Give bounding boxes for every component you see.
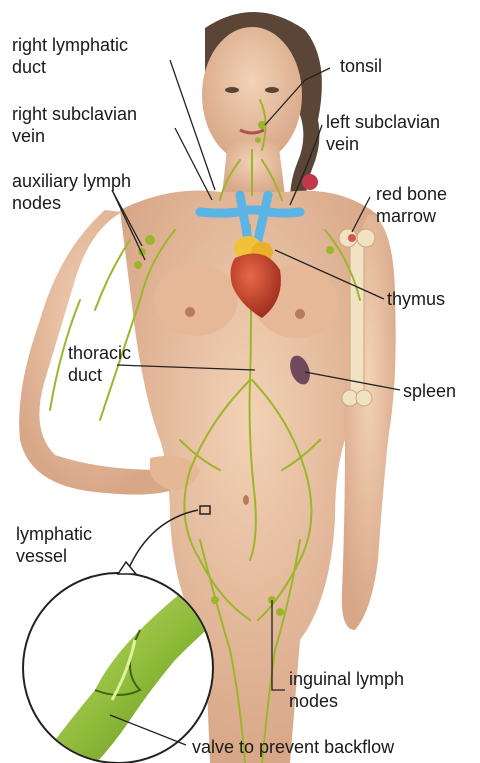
label-valve: valve to prevent backflow xyxy=(192,736,394,758)
label-left-subclavian-vein: left subclavian vein xyxy=(326,111,440,155)
label-lymphatic-vessel: lymphatic vessel xyxy=(16,523,92,567)
label-auxiliary-lymph-nodes: auxiliary lymph nodes xyxy=(12,170,131,214)
label-right-lymphatic-duct: right lymphatic duct xyxy=(12,34,128,78)
label-thoracic-duct: thoracic duct xyxy=(68,342,131,386)
label-spleen: spleen xyxy=(403,380,456,402)
label-tonsil: tonsil xyxy=(340,55,382,77)
label-inguinal-lymph-nodes: inguinal lymph nodes xyxy=(289,668,404,712)
label-right-subclavian-vein: right subclavian vein xyxy=(12,103,137,147)
label-red-bone-marrow: red bone marrow xyxy=(376,183,447,227)
label-thymus: thymus xyxy=(387,288,445,310)
